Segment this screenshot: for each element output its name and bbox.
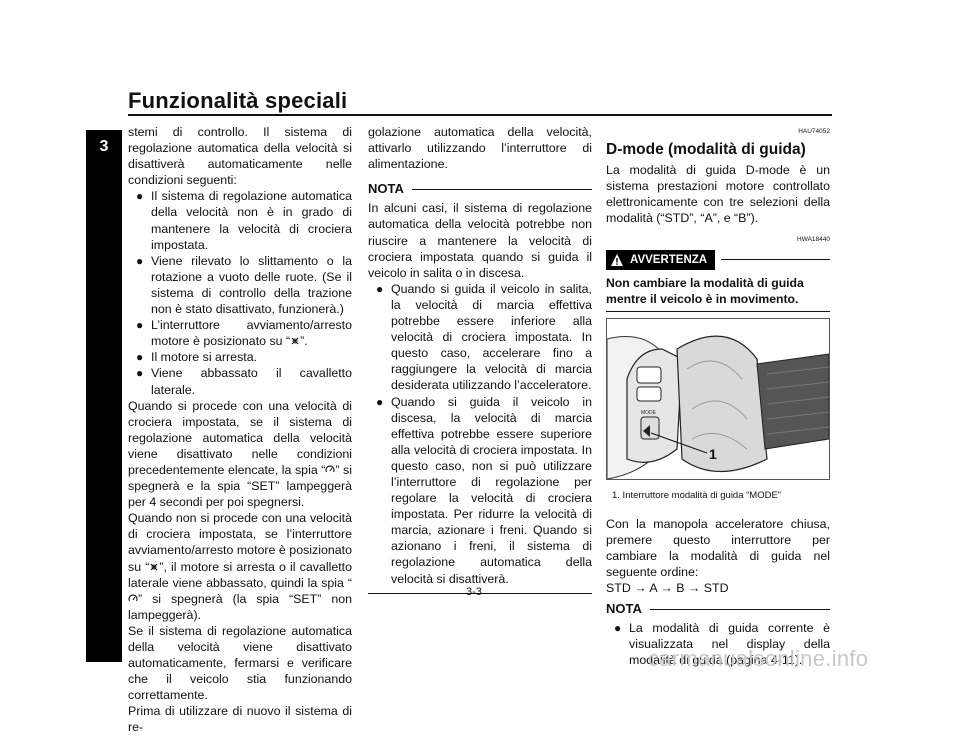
- figure-handlebar-switch: MODE 1: [606, 317, 830, 480]
- list-item-text: Quando si guida il veicolo in salita, la…: [391, 281, 592, 393]
- list-item: ● La modalità di guida corrente è visuali…: [606, 620, 830, 668]
- warning-heading: AVVERTENZA: [606, 249, 830, 270]
- nota-text: In alcuni casi, il sistema di regolazion…: [368, 201, 592, 280]
- list-item-text: ”.: [300, 334, 308, 349]
- list-item-text: Viene rilevato lo slittamento o la rotaz…: [151, 253, 352, 317]
- cruise-control-icon: [325, 465, 335, 473]
- page-number: 3-3: [466, 586, 482, 598]
- nota-label: NOTA: [368, 181, 404, 197]
- col1-intro: stemi di controllo. Il sistema di regola…: [128, 125, 352, 188]
- warning-rule: [721, 259, 830, 261]
- nota-end-rule: [368, 592, 592, 594]
- nota-label: NOTA: [606, 601, 642, 617]
- figure-caption: 1. Interruttore modalità di guida “MODE”: [612, 489, 781, 501]
- list-item: ● Quando si guida il veicolo in discesa, …: [368, 394, 592, 587]
- list-item: ● Il motore si arresta.: [128, 349, 352, 365]
- chapter-number: 3: [99, 138, 109, 155]
- bullet-icon: ●: [136, 253, 144, 268]
- cruise-control-icon: [128, 594, 138, 601]
- col1-paragraph-3: Quando non si procede con una velocità d…: [128, 511, 352, 622]
- engine-stop-icon: [150, 563, 158, 570]
- list-item-text: La modalità di guida corrente è visualiz…: [629, 621, 830, 668]
- nota-rule: [649, 608, 830, 610]
- list-item-text: Viene abbassato il cavalletto laterale.: [151, 366, 352, 397]
- col2-intro: golazione automatica della velocità, att…: [368, 125, 592, 172]
- nota-heading: NOTA: [368, 181, 592, 197]
- handlebar-illustration: MODE 1: [606, 335, 830, 480]
- list-item-text: Quando si guida il veicolo in discesa, l…: [391, 394, 592, 586]
- col1-paragraph-4: Se il sistema di regolazione automatica …: [128, 623, 352, 703]
- warning-text: Non cambiare la modalità di guida mentre…: [606, 275, 830, 312]
- warning-code: HWA18440: [797, 236, 830, 244]
- section-intro: La modalità di guida D-mode è un sistema…: [606, 163, 830, 226]
- list-item: ● Il sistema di regolazione automatica de…: [128, 188, 352, 252]
- bullet-icon: ●: [614, 621, 622, 636]
- watermark: carmanualsonline.info: [648, 646, 869, 671]
- bullet-icon: ●: [136, 318, 144, 333]
- col1-paragraph-5: Prima di utilizzare di nuovo il sistema …: [128, 704, 352, 735]
- bullet-icon: ●: [376, 394, 384, 409]
- nota-rule: [411, 188, 592, 190]
- list-item-text: Il sistema di regolazione automatica del…: [151, 189, 352, 252]
- col1-paragraph-2: Quando si procede con una velocità di cr…: [128, 398, 352, 510]
- page-title: Funzionalità speciali: [128, 88, 348, 113]
- engine-stop-icon: [291, 337, 299, 345]
- nota-heading: NOTA: [606, 601, 830, 617]
- warning-triangle-icon: [611, 253, 623, 266]
- column-3: HAU74052 D-mode (modalità di guida) La m…: [606, 124, 830, 668]
- section-code: HAU74052: [798, 128, 830, 135]
- column-1: stemi di controllo. Il sistema di regola…: [128, 124, 352, 736]
- bullet-icon: ●: [136, 189, 144, 204]
- chapter-tab: 3: [86, 130, 122, 662]
- header-rule: [128, 114, 832, 116]
- list-item-text: Il motore si arresta.: [151, 350, 258, 365]
- bullet-icon: ●: [376, 281, 384, 296]
- list-item-text: L’interruttore avviamento/arresto motore…: [151, 318, 352, 349]
- bullet-icon: ●: [136, 350, 144, 365]
- bullet-icon: ●: [136, 366, 144, 381]
- section-title: D-mode (modalità di guida): [606, 141, 806, 159]
- warning-label: AVVERTENZA: [630, 253, 708, 266]
- list-item: ● Viene rilevato lo slittamento o la rota…: [128, 253, 352, 317]
- col3-paragraph-2: Con la manopola acceleratore chiusa, pre…: [606, 516, 830, 579]
- mode-switch-label: MODE: [641, 410, 657, 416]
- mode-sequence: STD → A → B → STD: [606, 580, 729, 595]
- list-item: ● L’interruttore avviamento/arresto motor…: [128, 317, 352, 349]
- figure-callout: 1: [709, 446, 717, 462]
- column-2: golazione automatica della velocità, att…: [368, 124, 592, 594]
- list-item: ● Quando si guida il veicolo in salita, l…: [368, 281, 592, 394]
- list-item: ● Viene abbassato il cavalletto laterale.: [128, 365, 352, 397]
- warning-badge: AVVERTENZA: [606, 249, 716, 270]
